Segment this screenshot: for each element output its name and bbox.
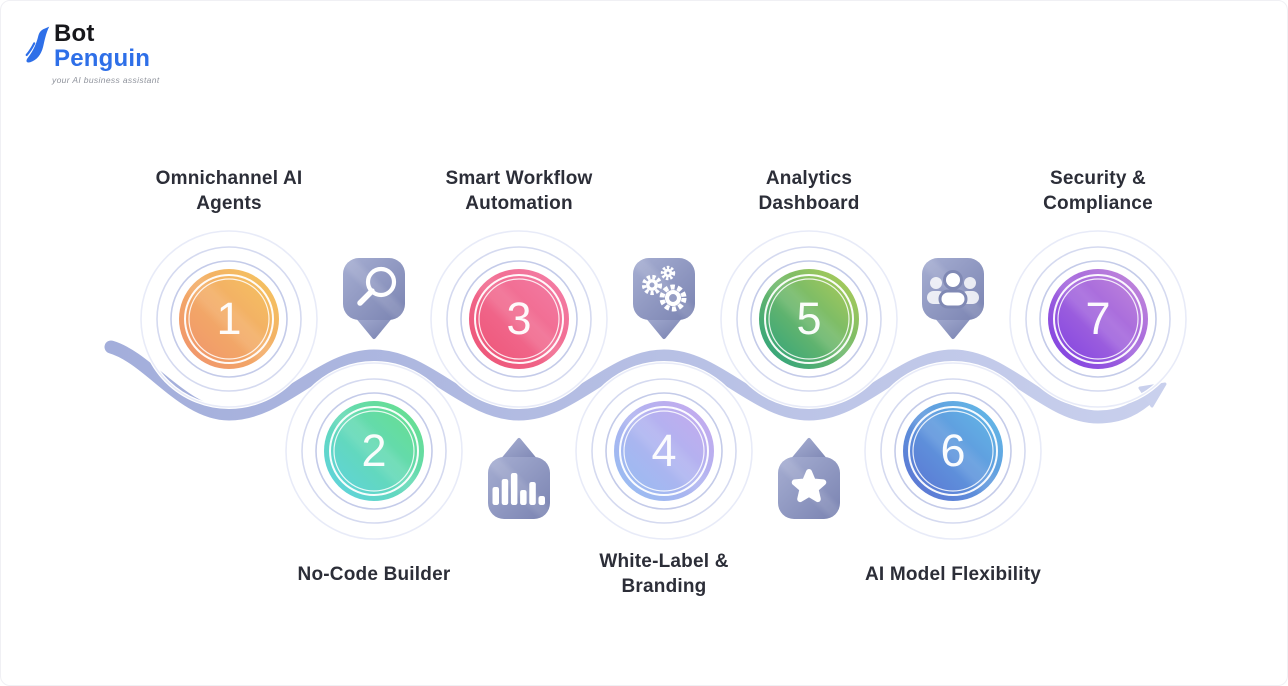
step-circle-6 xyxy=(903,401,1003,501)
step-number-2: 2 xyxy=(361,425,387,476)
connector-badge-4 xyxy=(778,438,840,519)
team-icon xyxy=(927,270,979,309)
halo-rings-7 xyxy=(1008,229,1188,409)
step-circle-7 xyxy=(1048,269,1148,369)
search-icon xyxy=(357,266,397,306)
step-number-1: 1 xyxy=(216,293,242,344)
step-number-7: 7 xyxy=(1085,293,1111,344)
step-label-7: Security & Compliance xyxy=(1043,168,1153,214)
step-label-6: AI Model Flexibility xyxy=(864,564,1042,585)
step-number-6: 6 xyxy=(940,425,966,476)
journey-wave xyxy=(104,340,1157,424)
step-number-5: 5 xyxy=(796,293,822,344)
connector-badge-1 xyxy=(343,258,405,339)
logo-text-penguin: Penguin xyxy=(54,45,151,72)
step-label-1: Omnichannel AI Agents xyxy=(155,168,303,214)
halo-rings-1 xyxy=(139,229,319,409)
halo-rings-5 xyxy=(719,229,899,409)
step-number-4: 4 xyxy=(651,425,677,476)
halo-rings-3 xyxy=(429,229,609,409)
star-icon xyxy=(791,469,827,503)
halo-rings-6 xyxy=(863,361,1043,541)
step-label-3: Smart Workflow Automation xyxy=(445,168,593,214)
logo-text-bot: Bot xyxy=(54,20,95,47)
step-circle-1 xyxy=(179,269,279,369)
gears-icon xyxy=(641,265,687,312)
step-label-5: Analytics Dashboard xyxy=(758,168,860,214)
logo-row: Bot Penguin xyxy=(21,21,191,71)
step-circle-2 xyxy=(324,401,424,501)
step-circle-5 xyxy=(759,269,859,369)
step-number-3: 3 xyxy=(506,293,532,344)
halo-rings-4 xyxy=(574,361,754,541)
botpenguin-logo: Bot Penguin your AI business assistant xyxy=(21,21,191,85)
connector-badge-2 xyxy=(488,438,550,519)
bar-chart-icon xyxy=(492,473,545,505)
step-label-2: No-Code Builder xyxy=(297,564,451,585)
logo-tagline: your AI business assistant xyxy=(52,75,160,85)
connector-badge-5 xyxy=(922,258,984,339)
penguin-icon xyxy=(25,26,50,63)
connector-badge-3 xyxy=(633,258,695,339)
step-circle-3 xyxy=(469,269,569,369)
halo-rings-2 xyxy=(284,361,464,541)
step-circle-4 xyxy=(614,401,714,501)
step-label-4: White-Label & Branding xyxy=(599,551,729,597)
logo-wordmark: Bot Penguin xyxy=(54,21,150,71)
